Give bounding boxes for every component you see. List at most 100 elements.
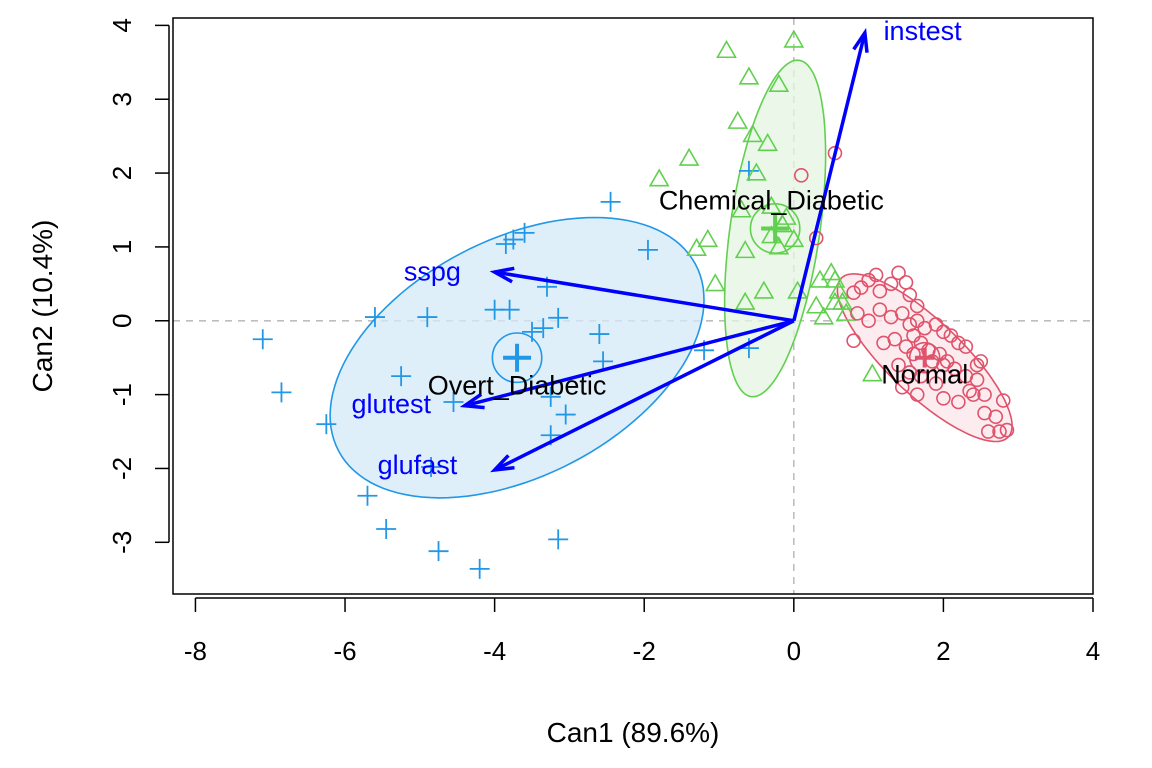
point-chemical-diabetic bbox=[697, 228, 719, 248]
point-normal bbox=[902, 287, 918, 303]
point-overt-diabetic bbox=[391, 366, 412, 387]
point-normal bbox=[861, 272, 876, 288]
point-normal bbox=[872, 283, 888, 299]
point-chemical-diabetic bbox=[861, 363, 883, 382]
y-tick-label: 1 bbox=[107, 240, 137, 254]
point-overt-diabetic bbox=[503, 229, 524, 250]
point-overt-diabetic bbox=[593, 351, 614, 372]
point-normal bbox=[846, 285, 861, 301]
point-normal bbox=[913, 368, 929, 384]
point-normal bbox=[891, 265, 906, 281]
point-normal bbox=[966, 387, 981, 402]
point-overt-diabetic bbox=[443, 392, 464, 412]
x-tick-label: 0 bbox=[787, 636, 801, 666]
group-label-overt-diabetic: Overt_Diabetic bbox=[428, 370, 607, 400]
point-overt-diabetic bbox=[376, 519, 397, 540]
point-normal bbox=[850, 306, 865, 321]
point-overt-diabetic bbox=[548, 307, 569, 328]
point-normal bbox=[969, 357, 985, 373]
point-overt-diabetic bbox=[600, 191, 621, 212]
point-normal bbox=[909, 298, 925, 314]
y-tick-label: -1 bbox=[107, 383, 137, 406]
point-chemical-diabetic bbox=[772, 214, 793, 233]
point-normal bbox=[977, 387, 992, 402]
centroid-marker-normal bbox=[914, 347, 935, 368]
x-tick-label: -8 bbox=[184, 636, 207, 666]
y-tick-label: 0 bbox=[107, 314, 137, 328]
vector-label-glufast: glufast bbox=[378, 450, 458, 480]
point-overt-diabetic bbox=[428, 541, 449, 562]
arrowhead-glufast bbox=[490, 454, 515, 473]
y-tick-label: -3 bbox=[107, 531, 137, 554]
point-overt-diabetic bbox=[469, 558, 490, 579]
point-normal bbox=[980, 424, 996, 439]
point-chemical-diabetic bbox=[753, 280, 775, 299]
point-chemical-diabetic bbox=[768, 73, 790, 93]
point-normal bbox=[973, 354, 989, 369]
point-normal bbox=[891, 357, 906, 373]
y-tick-label: 2 bbox=[107, 166, 137, 180]
point-overt-diabetic bbox=[514, 222, 535, 243]
point-chemical-diabetic bbox=[757, 132, 779, 152]
mean-circle-chemical-diabetic bbox=[749, 202, 801, 254]
point-normal bbox=[883, 276, 899, 292]
point-normal bbox=[909, 387, 925, 402]
arrowhead-glutest bbox=[459, 392, 485, 410]
point-chemical-diabetic bbox=[805, 295, 827, 314]
vector-label-instest: instest bbox=[884, 16, 963, 46]
vector-label-sspg: sspg bbox=[404, 257, 461, 287]
point-normal bbox=[894, 379, 910, 395]
point-chemical-diabetic bbox=[678, 147, 700, 166]
point-normal bbox=[906, 328, 921, 343]
vector-sspg bbox=[494, 270, 795, 323]
point-overt-diabetic bbox=[271, 382, 292, 403]
point-chemical-diabetic bbox=[742, 124, 764, 143]
point-chemical-diabetic bbox=[704, 273, 726, 292]
x-axis-title: Can1 (89.6%) bbox=[547, 717, 720, 748]
x-tick-label: -6 bbox=[333, 636, 356, 666]
centroid-marker-chemical-diabetic bbox=[761, 214, 790, 243]
group-centroids bbox=[491, 202, 941, 384]
point-normal bbox=[793, 167, 809, 183]
point-chemical-diabetic bbox=[828, 280, 850, 299]
y-axis-title: Can2 (10.4%) bbox=[27, 220, 58, 393]
point-normal bbox=[846, 333, 861, 349]
x-tick-label: -2 bbox=[633, 636, 656, 666]
point-chemical-diabetic bbox=[727, 110, 749, 129]
group-label-normal: Normal bbox=[881, 359, 968, 389]
mean-circle-normal bbox=[908, 341, 941, 374]
variable-vectors: instest sspg glutest glufast bbox=[351, 16, 962, 480]
point-chemical-diabetic bbox=[716, 39, 737, 59]
point-chemical-diabetic bbox=[783, 29, 805, 48]
data-points bbox=[252, 29, 1015, 579]
vector-glufast bbox=[493, 319, 795, 472]
point-normal bbox=[928, 317, 944, 332]
point-overt-diabetic bbox=[589, 324, 610, 345]
point-chemical-diabetic bbox=[734, 240, 756, 259]
point-normal bbox=[951, 394, 966, 410]
point-overt-diabetic bbox=[421, 456, 442, 477]
y-tick-label: -2 bbox=[107, 457, 137, 480]
point-normal bbox=[898, 339, 914, 354]
point-overt-diabetic bbox=[637, 239, 658, 260]
vector-label-glutest: glutest bbox=[351, 389, 431, 419]
point-chemical-diabetic bbox=[738, 66, 760, 85]
point-chemical-diabetic bbox=[832, 291, 853, 310]
point-normal bbox=[962, 383, 977, 399]
point-normal bbox=[992, 424, 1007, 439]
point-normal bbox=[951, 335, 966, 351]
point-normal bbox=[943, 328, 959, 343]
vector-instest bbox=[792, 32, 867, 322]
point-overt-diabetic bbox=[417, 307, 438, 328]
point-chemical-diabetic bbox=[648, 168, 670, 187]
point-normal bbox=[909, 313, 925, 329]
point-overt-diabetic bbox=[252, 329, 273, 350]
point-chemical-diabetic bbox=[731, 199, 752, 218]
point-overt-diabetic bbox=[540, 386, 561, 407]
point-normal bbox=[936, 324, 951, 340]
plot-frame bbox=[172, 17, 1094, 595]
point-overt-diabetic bbox=[357, 485, 378, 506]
